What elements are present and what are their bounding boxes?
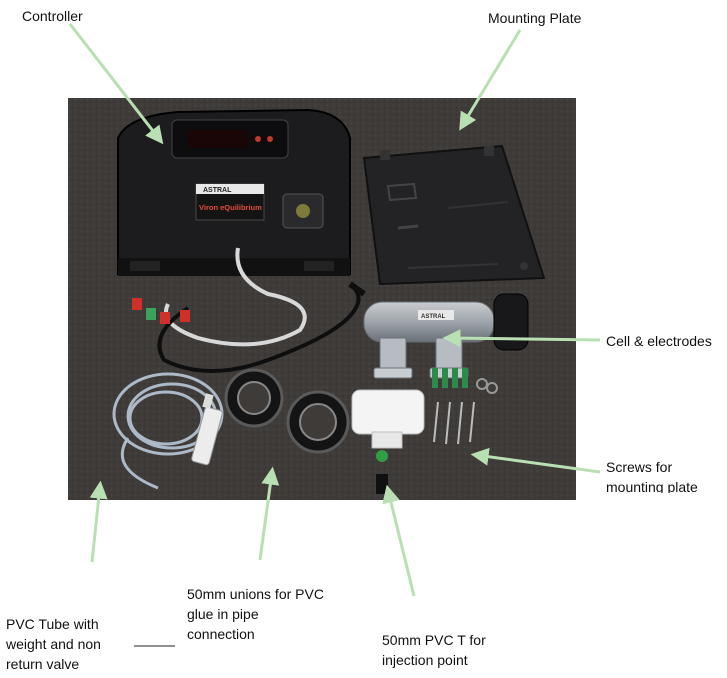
- controller-brand-text: ASTRAL: [203, 187, 232, 194]
- label-controller: Controller: [22, 8, 83, 24]
- label-mounting-plate: Mounting Plate: [488, 10, 582, 26]
- label-pvc-tube: PVC Tube with weight and non return valv…: [6, 616, 101, 672]
- cell-brand-text: ASTRAL: [421, 314, 446, 320]
- label-screws: Screws for mounting plate: [606, 459, 698, 493]
- pvc-t-fitting: [351, 389, 425, 494]
- screws-and-anchors: [432, 368, 498, 445]
- sensor-plugs: [132, 298, 190, 324]
- mounting-plate: [362, 144, 546, 286]
- pipe-unions: [224, 368, 350, 454]
- controller-model-text: Viron eQuilibrium: [199, 203, 262, 212]
- product-photo: ASTRAL Viron eQuilibrium ASTRAL: [68, 98, 576, 500]
- label-pvc-t: 50mm PVC T for injection point: [382, 632, 486, 668]
- arrow-pvc-t: [382, 484, 416, 597]
- label-cell-electrodes: Cell & electrodes: [606, 333, 712, 349]
- label-unions: 50mm unions for PVC glue in pipe connect…: [187, 586, 324, 642]
- controller-led: [267, 136, 273, 142]
- tube-weight: [191, 393, 223, 466]
- power-cable: [157, 247, 366, 373]
- controller-unit: ASTRAL Viron eQuilibrium: [117, 108, 351, 276]
- controller-led: [255, 136, 261, 142]
- controller-display: [188, 130, 248, 148]
